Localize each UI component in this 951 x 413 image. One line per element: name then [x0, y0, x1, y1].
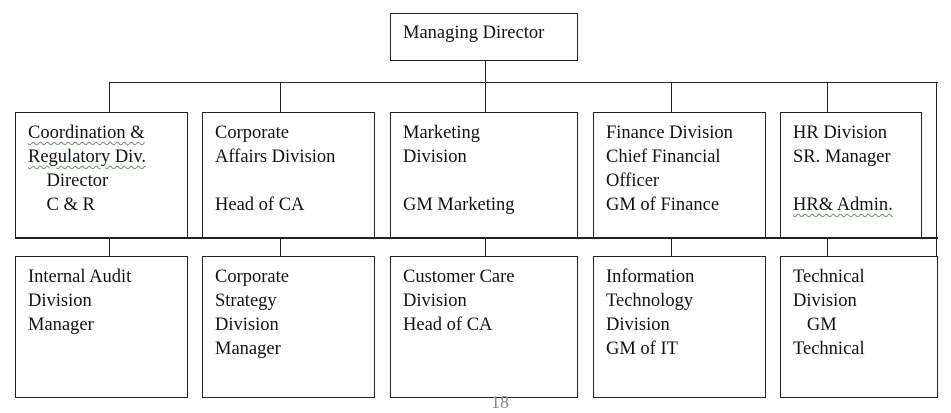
- box-text: Division: [28, 291, 92, 311]
- connector-drop: [671, 82, 673, 113]
- box-text: Internal Audit: [28, 267, 132, 287]
- connector-drop: [827, 238, 829, 257]
- connector-top-bus: [109, 82, 938, 84]
- box-text: Division: [215, 315, 279, 335]
- hr-division-box: HR Division SR. Manager HR& Admin.: [780, 112, 922, 238]
- box-text: [793, 169, 921, 193]
- box-text: Division: [606, 315, 670, 335]
- connector-right-rail: [936, 82, 938, 257]
- box-text: SR. Manager: [793, 147, 891, 167]
- box-text: GM of IT: [606, 339, 678, 359]
- box-text: Information: [606, 267, 695, 287]
- internal-audit-box: Internal Audit Division Manager: [15, 256, 188, 398]
- box-text: Officer: [606, 171, 660, 191]
- connector-drop: [280, 82, 282, 113]
- box-text: Marketing: [403, 123, 481, 143]
- box-text: Technology: [606, 291, 694, 311]
- box-text: Head of CA: [403, 315, 493, 335]
- box-text: Manager: [28, 315, 94, 335]
- box-text: Finance Division: [606, 123, 733, 143]
- page-number: 18: [491, 392, 509, 412]
- box-text: Chief Financial: [606, 147, 721, 167]
- connector-drop: [485, 238, 487, 257]
- box-text: Corporate: [215, 123, 289, 143]
- connector-root-down: [485, 60, 487, 83]
- box-text: Corporate: [215, 267, 289, 287]
- box-text: Division: [403, 147, 467, 167]
- box-text: Manager: [215, 339, 281, 359]
- connector-drop: [109, 82, 111, 113]
- box-text: Customer Care: [403, 267, 515, 287]
- connector-drop: [485, 82, 487, 113]
- box-text: [215, 169, 374, 193]
- corporate-strategy-box: Corporate Strategy Division Manager: [202, 256, 375, 398]
- connector-drop: [671, 238, 673, 257]
- connector-drop: [827, 82, 829, 113]
- coordination-regulatory-box: Coordination & Regulatory Div. Director …: [15, 112, 188, 238]
- managing-director-box: Managing Director: [390, 13, 578, 61]
- box-text: Strategy: [215, 291, 277, 311]
- box-text: Director: [28, 171, 109, 191]
- box-text: Division: [403, 291, 467, 311]
- box-text: [403, 169, 577, 193]
- information-technology-box: Information Technology Division GM of IT: [593, 256, 766, 398]
- box-text: Division: [793, 291, 857, 311]
- technical-division-box: Technical Division GM Technical: [780, 256, 938, 398]
- box-text: Technical: [793, 267, 865, 287]
- box-text: Head of CA: [215, 195, 305, 215]
- box-text: Regulatory Div.: [28, 147, 147, 167]
- box-text: HR& Admin.: [793, 195, 893, 215]
- connector-middle-bus: [15, 237, 938, 240]
- box-text: GM of Finance: [606, 195, 720, 215]
- connector-drop: [280, 238, 282, 257]
- box-text: GM Marketing: [403, 195, 515, 215]
- box-text: Coordination &: [28, 123, 145, 143]
- customer-care-box: Customer Care Division Head of CA: [390, 256, 578, 398]
- finance-division-box: Finance Division Chief Financial Officer…: [593, 112, 766, 238]
- box-text: Technical: [793, 339, 865, 359]
- box-text: HR Division: [793, 123, 888, 143]
- box-text: Affairs Division: [215, 147, 336, 167]
- box-text: GM: [793, 315, 837, 335]
- box-text: Managing Director: [403, 23, 545, 43]
- corporate-affairs-box: Corporate Affairs Division Head of CA: [202, 112, 375, 238]
- box-text: C & R: [28, 195, 95, 215]
- connector-drop: [109, 238, 111, 257]
- marketing-division-box: Marketing Division GM Marketing: [390, 112, 578, 238]
